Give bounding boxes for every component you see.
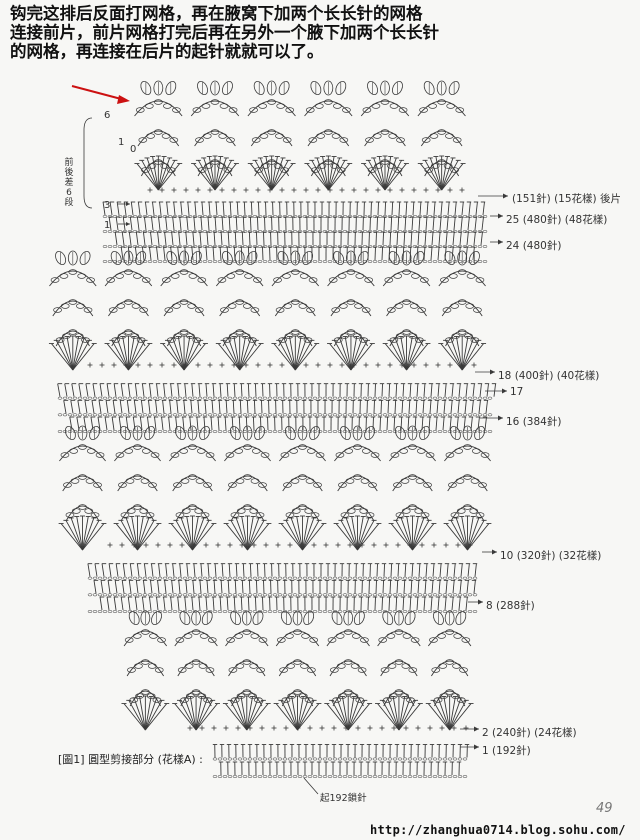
- row-label: 17: [510, 386, 524, 398]
- left-row-number: 3: [104, 200, 111, 211]
- instruction-line-1: 钩完这排后反面打网格，再在腋窝下加两个长长针的网格: [10, 4, 423, 23]
- row-label: 10 (320針) (32花樣): [500, 550, 602, 562]
- red-arrow-icon: [71, 85, 130, 104]
- left-row-number: 1: [104, 220, 111, 231]
- instruction-text: 钩完这排后反面打网格，再在腋窝下加两个长长针的网格 连接前片，前片网格打完后再在…: [10, 4, 610, 61]
- row-label: 25 (480針) (48花樣): [506, 214, 608, 226]
- row-arrows: [118, 193, 508, 795]
- row-label: 18 (400針) (40花樣): [498, 370, 600, 382]
- row-label: 8 (288針): [486, 600, 535, 612]
- instruction-line-2: 连接前片，前片网格打完后再在另外一个腋下加两个长长针: [10, 23, 439, 42]
- page-number: 49: [596, 801, 613, 816]
- left-row-number: 1: [118, 137, 125, 148]
- row-label: 1 (192針): [482, 745, 531, 757]
- row-label: 24 (480針): [506, 240, 562, 252]
- figure-caption: [圖1] 圓型剪接部分 (花樣A) :: [58, 753, 203, 766]
- instruction-line-3: 的网格，再连接在后片的起针就就可以了。: [10, 42, 324, 61]
- side-note: 前後差6段: [64, 158, 74, 208]
- left-row-number: 0: [130, 144, 137, 155]
- row-label: 16 (384針): [506, 416, 562, 428]
- row-label: 2 (240針) (24花樣): [482, 727, 577, 739]
- stitch-pattern: [48, 80, 497, 778]
- base-chain-label: 起192鎖針: [320, 793, 367, 804]
- row-label: (151針) (15花樣) 後片: [512, 193, 621, 205]
- watermark-url: http://zhanghua0714.blog.sohu.com/: [370, 823, 626, 837]
- left-row-number: 6: [104, 110, 111, 121]
